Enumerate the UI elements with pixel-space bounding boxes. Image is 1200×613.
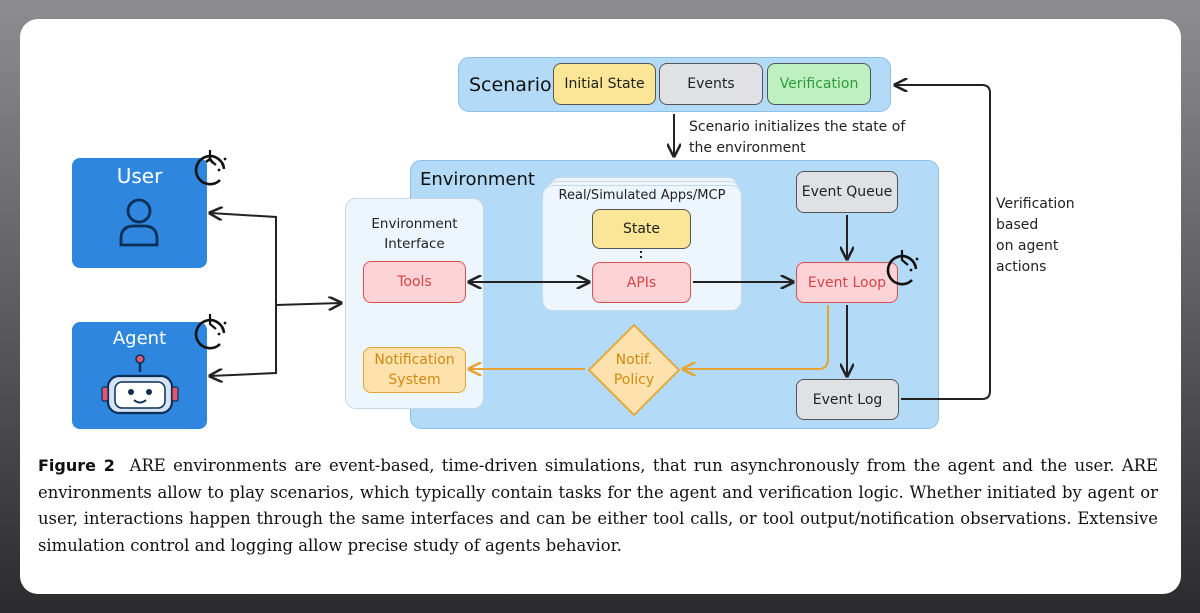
apps-label: Real/Simulated Apps/MCP	[558, 188, 726, 203]
diagram-connectors	[101, 19, 991, 417]
initial-state-chip: Initial State	[553, 63, 656, 105]
state-box: State	[592, 209, 691, 249]
caption-label: Figure 2	[38, 456, 115, 475]
event-loop-box: Event Loop	[796, 262, 898, 303]
event-log-box: Event Log	[796, 379, 899, 420]
scenario-label: Scenario	[469, 74, 552, 96]
environment-label: Environment	[420, 169, 535, 190]
interface-link-arrow	[275, 303, 341, 305]
figure-caption: Figure 2 ARE environments are event-base…	[38, 453, 1158, 559]
notif-policy-label: Notif. Policy	[613, 352, 655, 388]
person-icon	[119, 198, 159, 247]
user-label: User	[116, 164, 163, 188]
apis-box: APIs	[592, 262, 691, 303]
notif-policy-diamond	[587, 323, 681, 417]
agent-link-arrow	[210, 305, 277, 376]
scenario-init-note: Scenario initializes the state of the en…	[689, 119, 906, 156]
loop-to-policy-arrow	[683, 305, 829, 369]
figure-card: Scenario Initial State Events Verificati…	[20, 19, 1181, 594]
caption-text: ARE environments are event-based, time-d…	[38, 456, 1159, 555]
verification-feedback-arrow	[895, 85, 991, 400]
tools-box: Tools	[363, 261, 466, 303]
verification-chip: Verification	[767, 63, 871, 105]
user-box	[72, 158, 207, 268]
user-link-arrow	[210, 213, 277, 305]
event-loop-clock-icon	[886, 250, 919, 286]
event-queue-box: Event Queue	[796, 171, 898, 213]
verification-note: Verification based on agent actions	[996, 196, 1075, 275]
agent-clock-icon	[194, 314, 227, 350]
agent-label: Agent	[112, 327, 167, 349]
user-clock-icon	[194, 150, 227, 186]
notification-system-box: Notification System	[363, 347, 466, 393]
environment-interface-label: Environment Interface	[371, 216, 458, 252]
robot-icon	[101, 354, 179, 415]
events-chip: Events	[659, 63, 763, 105]
